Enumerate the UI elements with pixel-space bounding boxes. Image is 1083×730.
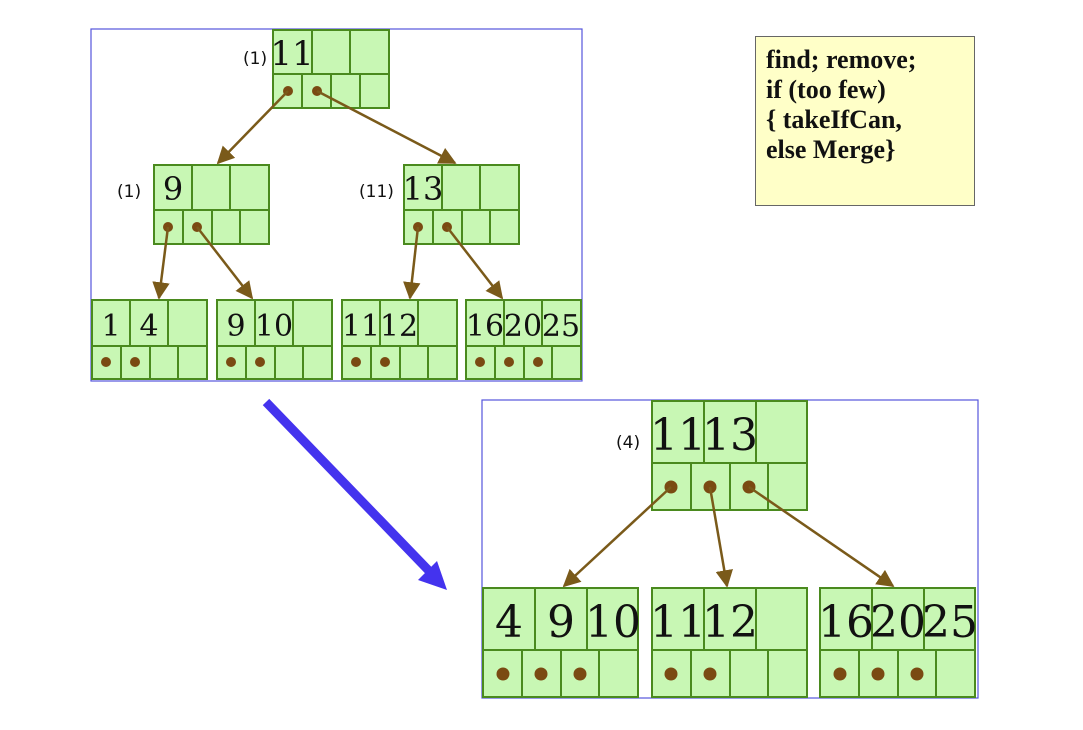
pointer-dot — [833, 667, 847, 681]
before-right-internal-count-label: (11) — [359, 182, 394, 202]
leaf-key: 11 — [342, 309, 380, 344]
tree-edge — [152, 226, 170, 300]
after-leaf-3: 16 20 25 — [818, 587, 978, 698]
before-root-count-label: (1) — [243, 49, 267, 69]
pointer-dot — [101, 357, 111, 367]
before-leaf-1: 1 4 — [91, 299, 208, 380]
leaf-key: 1 — [101, 309, 120, 344]
pointer-dot — [130, 357, 140, 367]
note-line: { takeIfCan, — [766, 105, 902, 134]
before-leaf-4: 16 20 25 — [465, 299, 582, 380]
pointer-dot — [504, 357, 514, 367]
pointer-dot — [255, 357, 265, 367]
leaf-key: 4 — [495, 597, 523, 648]
before-left-internal-count-label: (1) — [117, 182, 141, 202]
leaf-key: 16 — [466, 309, 504, 344]
tree-edge — [562, 486, 672, 588]
pointer-dot — [534, 667, 548, 681]
after-root-count-label: (4) — [616, 433, 640, 453]
pointer-dot — [664, 667, 678, 681]
tree-edge — [446, 226, 504, 300]
leaf-key: 10 — [255, 309, 293, 344]
pointer-dot — [226, 357, 236, 367]
pointer-dot — [871, 667, 885, 681]
leaf-key: 20 — [504, 309, 542, 344]
note-line: find; remove; — [766, 45, 917, 74]
leaf-key: 9 — [226, 309, 245, 344]
pointer-dot — [496, 667, 510, 681]
tree-edge — [316, 89, 457, 165]
after-root-key-2: 13 — [702, 410, 758, 461]
tree-edge — [216, 90, 289, 165]
algorithm-note: find; remove; if (too few) { takeIfCan, … — [755, 36, 975, 206]
note-line: else Merge} — [766, 135, 896, 164]
pointer-dot — [533, 357, 543, 367]
before-leaf-2: 9 10 — [216, 299, 333, 380]
pointer-dot — [703, 667, 717, 681]
tree-edge — [708, 486, 733, 588]
leaf-key: 4 — [139, 309, 158, 344]
leaf-key: 12 — [702, 597, 758, 648]
note-line: if (too few) — [766, 75, 886, 104]
after-root-node: 11 13 — [650, 400, 808, 511]
pointer-dot — [380, 357, 390, 367]
leaf-key: 16 — [818, 597, 874, 648]
after-root-key-1: 11 — [650, 410, 706, 461]
leaf-key: 10 — [585, 597, 641, 648]
pointer-dot — [351, 357, 361, 367]
before-left-internal-key-1: 9 — [163, 170, 183, 208]
pointer-dot — [910, 667, 924, 681]
before-leaf-3: 11 12 — [341, 299, 458, 380]
transform-arrow — [262, 398, 447, 590]
tree-edge — [748, 485, 895, 588]
before-root-node: 11 — [270, 29, 390, 109]
leaf-key: 25 — [542, 309, 580, 344]
pointer-dot — [475, 357, 485, 367]
before-internal-node-right: 13 — [403, 164, 520, 245]
leaf-key: 25 — [922, 597, 978, 648]
leaf-key: 12 — [380, 309, 418, 344]
before-right-internal-key-1: 13 — [403, 170, 444, 208]
leaf-key: 11 — [650, 597, 706, 648]
tree-edge — [403, 226, 421, 300]
after-leaf-2: 11 12 — [650, 587, 808, 698]
before-root-key-1: 11 — [270, 34, 313, 74]
after-leaf-1: 4 9 10 — [482, 587, 641, 698]
leaf-key: 9 — [547, 597, 575, 648]
pointer-dot — [573, 667, 587, 681]
before-internal-node-left: 9 — [153, 164, 270, 245]
leaf-key: 20 — [870, 597, 926, 648]
tree-edge — [196, 226, 254, 300]
